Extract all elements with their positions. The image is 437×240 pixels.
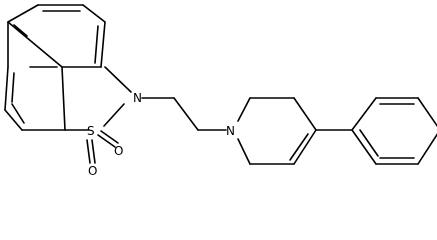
atom-label-o-lower: O	[88, 164, 97, 178]
double-bond-s-o	[97, 134, 116, 148]
sultam-ring	[64, 66, 132, 131]
atom-label-n-sultam: N	[133, 91, 142, 105]
bond	[417, 133, 437, 165]
bond-ring-to-n	[104, 66, 132, 93]
double-bond-inner	[11, 72, 15, 103]
double-bond-s-o	[100, 130, 119, 144]
double-bond-inner	[94, 25, 99, 64]
bond	[293, 97, 317, 131]
bond	[7, 4, 39, 23]
naphthalene-ring-lower	[4, 21, 66, 131]
sulfonyl-oxygens	[86, 130, 119, 164]
naphthalene-ring-upper	[7, 4, 106, 68]
double-bond-s-o	[86, 139, 91, 164]
bond	[237, 138, 251, 165]
bond	[4, 109, 23, 131]
double-bond-inner	[13, 24, 28, 37]
double-bond-inner	[289, 133, 309, 161]
phenyl-ring	[315, 97, 437, 165]
atom-labels: N S O O N	[87, 91, 235, 178]
bond	[293, 129, 317, 165]
ethyl-linker	[141, 97, 227, 131]
bond	[61, 66, 66, 131]
bond	[237, 97, 251, 122]
tetrahydropyridine-ring	[237, 97, 317, 165]
bond	[4, 66, 9, 111]
atom-label-o-upper: O	[114, 144, 123, 158]
atom-label-n-piperidine: N	[226, 124, 235, 138]
bond	[82, 4, 106, 23]
double-bond-inner	[359, 129, 379, 157]
bond	[417, 97, 437, 128]
bond	[100, 21, 106, 68]
chemical-structure-diagram: N S O O N	[4, 4, 437, 178]
bond	[7, 21, 63, 68]
bond	[173, 97, 199, 131]
double-bond-s-o	[91, 139, 96, 164]
bond	[351, 97, 377, 131]
double-bond-inner	[11, 103, 25, 124]
atom-label-s-sultam: S	[87, 124, 95, 138]
molecule-canvas: N S O O N	[4, 4, 437, 178]
bond	[351, 129, 377, 165]
bond-n-to-s	[103, 103, 125, 127]
